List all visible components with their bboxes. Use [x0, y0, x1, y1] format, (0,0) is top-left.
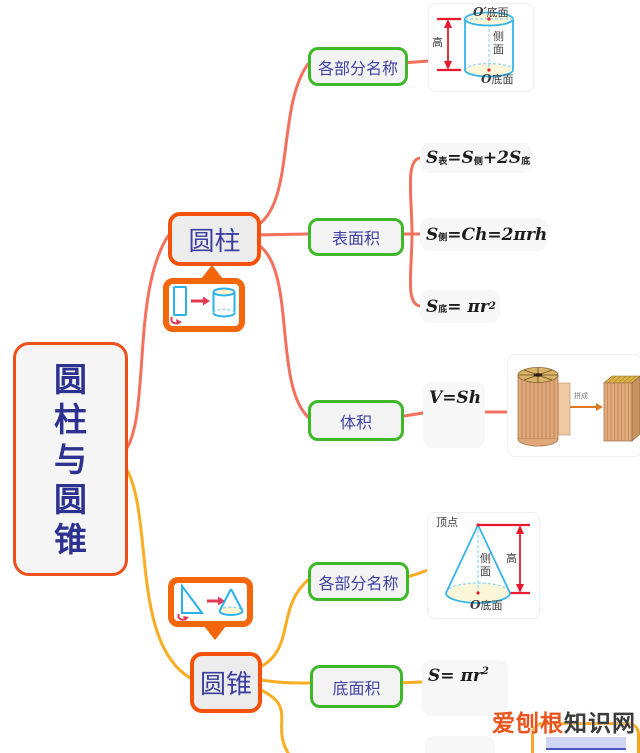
cylinder-node[interactable]: 圆柱: [168, 212, 261, 266]
root-char: 圆: [54, 360, 87, 398]
cone-figure: [445, 523, 530, 604]
partial-yellow-node[interactable]: [531, 722, 640, 753]
wood-arrow-label: 拼成: [574, 393, 588, 400]
root-char: 与: [54, 440, 87, 478]
watermark-brand: 爱刨根: [492, 710, 564, 736]
formula-volume[interactable]: V=Sh: [423, 382, 485, 448]
cone-diagram-image[interactable]: 顶点 侧面 高 O底面: [427, 512, 540, 619]
wood-transformation-figure: [517, 367, 640, 447]
node-base-area-cone[interactable]: 底面积: [310, 665, 403, 708]
cylinder-side-label: 侧面: [493, 31, 504, 56]
cylinder-bottom-base-label: O底面: [481, 72, 514, 86]
cylinder-diagram-image[interactable]: O′底面 侧面 O底面 高: [428, 3, 534, 92]
node-parts-cone[interactable]: 各部分名称: [308, 562, 409, 601]
cylinder-top-base-label: O′底面: [473, 5, 509, 19]
cone-node[interactable]: 圆锥: [190, 652, 262, 713]
root-node-cylinder-and-cone[interactable]: 圆 柱 与 圆 锥: [13, 342, 128, 576]
partial-node[interactable]: [425, 736, 495, 753]
node-volume[interactable]: 体积: [308, 400, 404, 441]
watermark: 爱刨根知识网: [492, 704, 636, 738]
watermark-rest: 知识网: [564, 710, 636, 736]
cone-bottom-base-label: O底面: [470, 598, 503, 612]
triangle-to-cone-icon: [177, 582, 244, 621]
callout-arrow-icon: [201, 265, 223, 279]
cone-height-label: 高: [506, 553, 517, 565]
cone-rotation-image[interactable]: [168, 577, 253, 640]
root-char: 圆: [54, 480, 87, 518]
cylinder-rotation-image[interactable]: [163, 265, 245, 332]
node-surface-area[interactable]: 表面积: [308, 218, 404, 256]
node-parts-cylinder[interactable]: 各部分名称: [308, 47, 408, 86]
callout-arrow-icon: [204, 626, 226, 640]
wood-cylinder-to-cuboid-image[interactable]: 拼成: [507, 354, 640, 457]
cylinder-figure: [437, 11, 514, 78]
root-char: 柱: [54, 400, 87, 438]
cylinder-height-label: 高: [432, 37, 443, 49]
root-char: 锥: [54, 520, 87, 558]
rectangle-to-cylinder-icon: [170, 286, 236, 325]
cone-apex-label: 顶点: [436, 517, 458, 529]
obscured-text-line: [546, 737, 626, 750]
cone-side-label: 侧面: [480, 553, 491, 578]
